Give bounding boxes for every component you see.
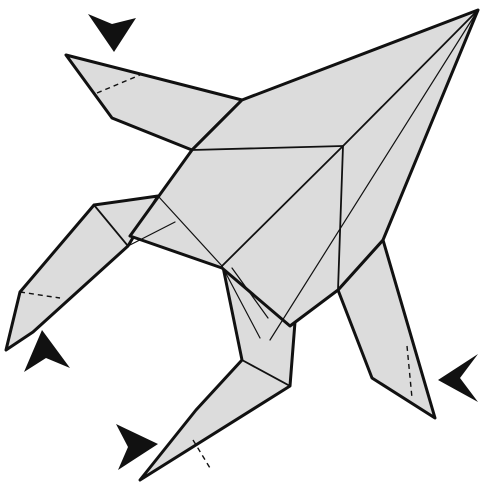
body: [128, 10, 478, 340]
arrowhead-up-icon: [24, 330, 70, 372]
left-arm: [6, 196, 158, 350]
lower-leg-fold-line: [193, 440, 210, 468]
arrowhead-left-icon: [438, 354, 478, 402]
arrowhead-down-icon: [88, 14, 136, 52]
